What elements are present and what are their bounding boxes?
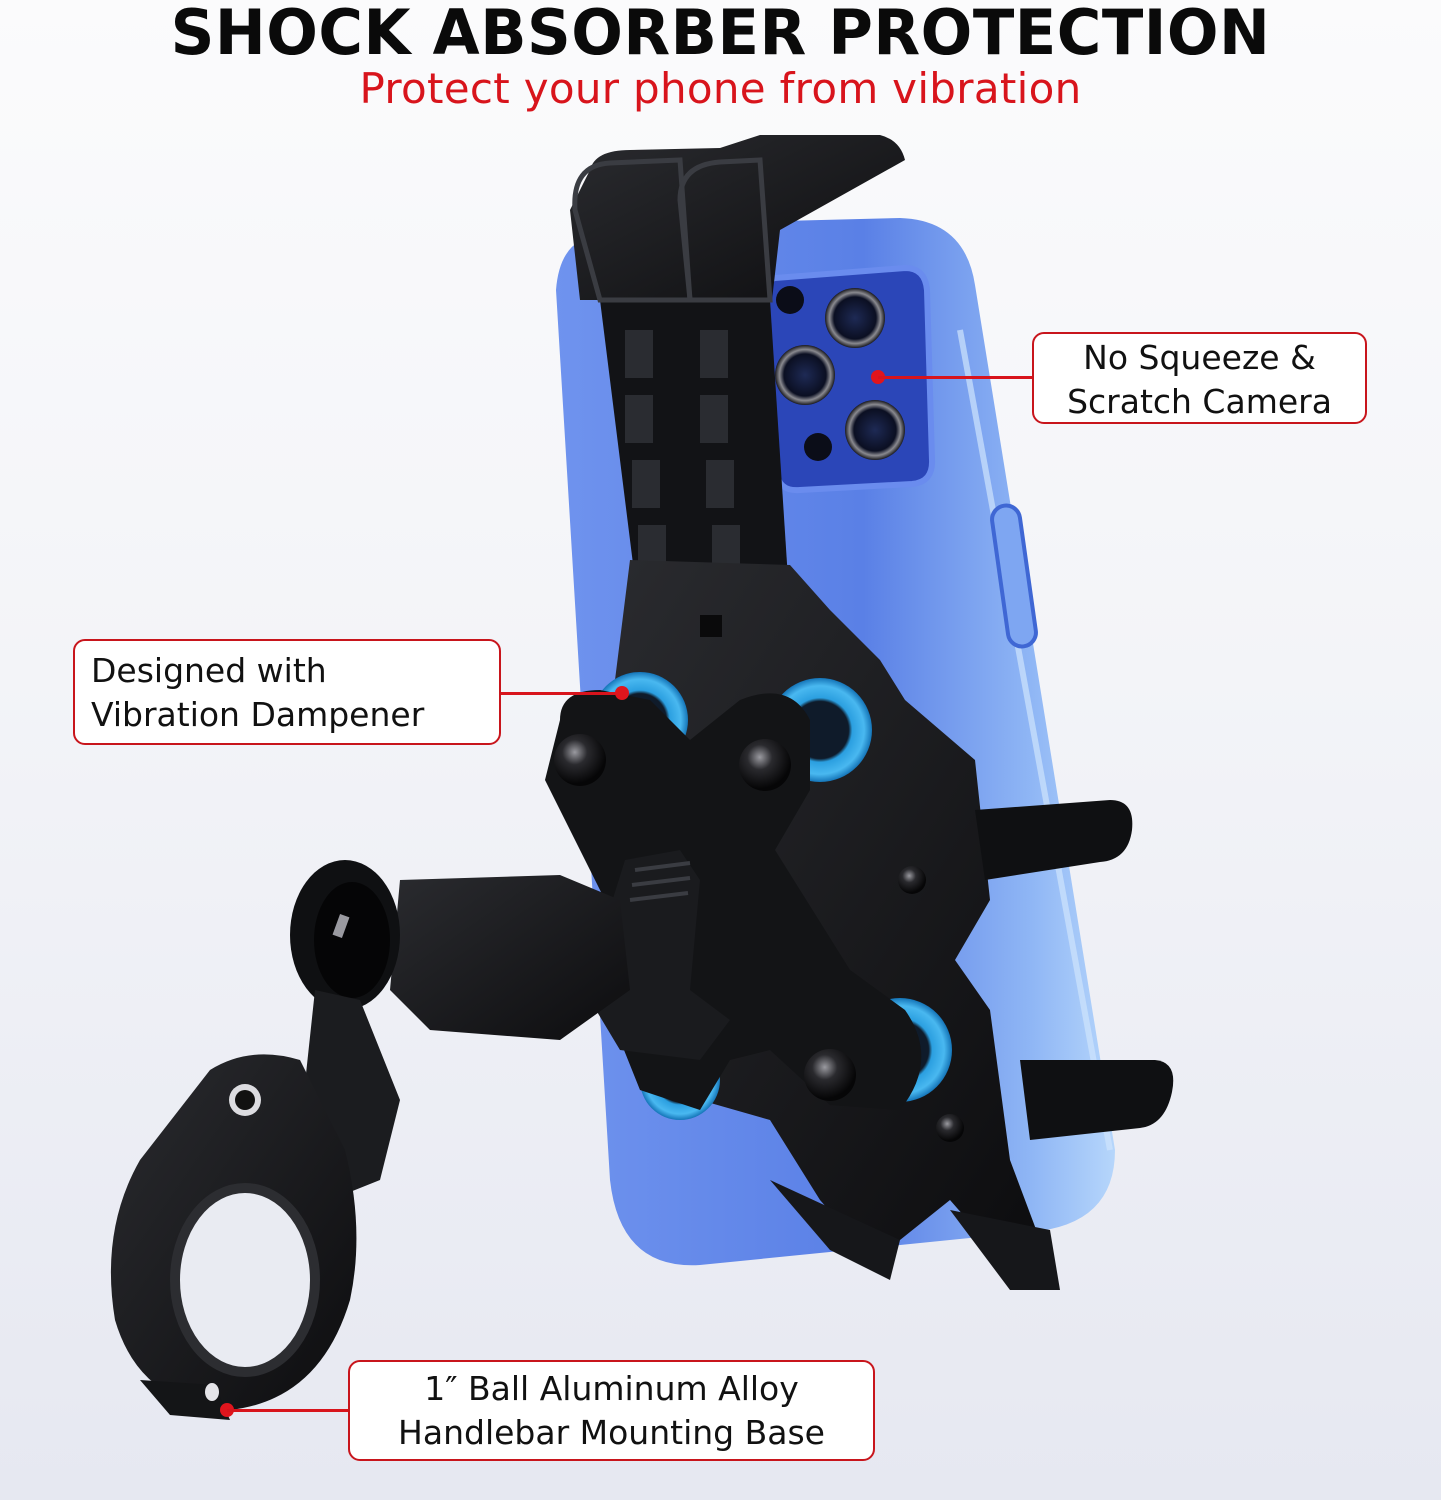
camera-lens-icon (845, 400, 905, 460)
screw-icon (804, 1049, 856, 1101)
side-grip-lower (1020, 1060, 1174, 1140)
camera-lens-icon (775, 345, 835, 405)
top-clamp (570, 135, 905, 620)
ball-arm (290, 860, 630, 1040)
callout-leader-dampener (501, 692, 621, 695)
callout-dampener: Designed with Vibration Dampener (73, 639, 501, 745)
camera-lens-icon (825, 288, 885, 348)
camera-module (762, 264, 936, 494)
callout-leader-base (227, 1409, 348, 1412)
callout-base-line-2: Handlebar Mounting Base (398, 1413, 825, 1452)
callout-base-line-1: 1″ Ball Aluminum Alloy (424, 1369, 799, 1408)
callout-camera: No Squeeze & Scratch Camera (1032, 332, 1367, 424)
callout-leader-camera (878, 376, 1032, 379)
page-title: SHOCK ABSORBER PROTECTION (170, 0, 1271, 69)
callout-dampener-line-2: Vibration Dampener (91, 695, 425, 734)
screw-icon (554, 734, 606, 786)
callout-marker-dampener (615, 686, 629, 700)
screw-icon (739, 739, 791, 791)
side-button (990, 503, 1038, 649)
callout-camera-line-1: No Squeeze & (1083, 338, 1316, 377)
callout-camera-line-2: Scratch Camera (1067, 382, 1332, 421)
callout-base: 1″ Ball Aluminum Alloy Handlebar Mountin… (348, 1360, 875, 1461)
handlebar-clamp (110, 990, 400, 1420)
clamp-hole (175, 1188, 315, 1372)
callout-dampener-line-1: Designed with (91, 651, 327, 690)
tightening-knob (590, 850, 730, 1060)
page-subtitle: Protect your phone from vibration (359, 64, 1082, 113)
side-grip-upper (975, 800, 1133, 880)
dampener-assembly (545, 672, 964, 1142)
